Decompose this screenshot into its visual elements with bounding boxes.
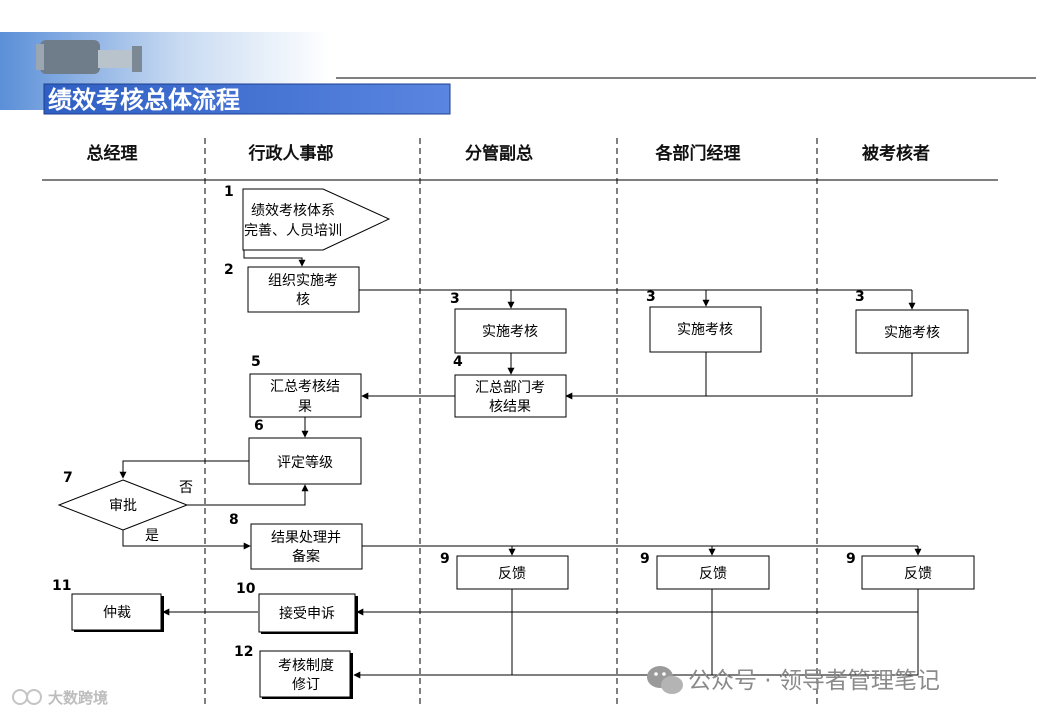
step-label: 汇总考核结 xyxy=(270,379,340,395)
step-label: 核结果 xyxy=(489,399,531,415)
step-label: 实施考核 xyxy=(482,324,538,340)
step-label: 汇总部门考 xyxy=(475,380,545,396)
lane-headers: 总经理 行政人事部 分管副总 各部门经理 被考核者 xyxy=(42,143,998,181)
step-label: 仲裁 xyxy=(103,605,131,621)
step-label: 绩效考核体系 xyxy=(251,203,335,219)
step-3-manager-implement: 3 实施考核 xyxy=(646,289,762,353)
step-number: 2 xyxy=(224,262,234,278)
step-number: 3 xyxy=(450,291,460,307)
step-label: 果 xyxy=(298,399,312,415)
edge-label-no: 否 xyxy=(179,480,193,496)
lane-header-appraisees: 被考核者 xyxy=(862,143,930,164)
step-3-appraisee-implement: 3 实施考核 xyxy=(855,289,969,354)
lane-separators xyxy=(204,138,818,706)
step-number: 1 xyxy=(224,184,234,200)
step-number: 11 xyxy=(52,578,71,594)
step-12-revise-system: 12 考核制度 修订 xyxy=(234,644,353,699)
logo-icon xyxy=(12,689,42,705)
page-title: 绩效考核总体流程 xyxy=(48,86,240,114)
step-9-appraisee-feedback: 9 反馈 xyxy=(846,551,975,590)
header-banner: 绩效考核总体流程 xyxy=(0,32,1036,115)
step-number: 3 xyxy=(646,289,656,305)
step-number: 9 xyxy=(846,551,856,567)
step-label: 完善、人员培训 xyxy=(244,223,342,239)
step-8-process-file: 8 结果处理并 备案 xyxy=(229,512,363,570)
step-number: 3 xyxy=(855,289,865,305)
step-11-arbitration: 11 仲裁 xyxy=(52,578,164,632)
watermark-left: 大数跨境 xyxy=(12,689,108,707)
step-3-deputy-implement: 3 实施考核 xyxy=(450,291,567,354)
edge-label-yes: 是 xyxy=(145,528,159,544)
step-number: 5 xyxy=(251,354,261,370)
watermark-right: 公众号 · 领导者管理笔记 xyxy=(647,666,940,694)
lane-header-dept-managers: 各部门经理 xyxy=(655,143,741,164)
step-number: 10 xyxy=(236,581,256,597)
step-label: 结果处理并 xyxy=(271,530,341,546)
step-number: 12 xyxy=(234,644,253,660)
step-number: 9 xyxy=(440,551,450,567)
step-9-deputy-feedback: 9 反馈 xyxy=(440,551,569,590)
step-number: 8 xyxy=(229,512,239,528)
step-7-approval-decision: 7 审批 否 是 xyxy=(57,470,193,544)
lane-header-deputy-gm: 分管副总 xyxy=(465,143,533,164)
svg-text:大数跨境: 大数跨境 xyxy=(48,689,108,707)
step-label: 反馈 xyxy=(904,566,932,582)
step-6-rate-grade: 6 评定等级 xyxy=(248,418,362,485)
step-number: 6 xyxy=(254,418,264,434)
step-label: 考核制度 xyxy=(278,658,334,674)
lane-header-general-manager: 总经理 xyxy=(87,143,138,164)
step-1-system-training: 1 绩效考核体系 完善、人员培训 xyxy=(224,184,391,251)
step-5-summarize-results: 5 汇总考核结 果 xyxy=(249,354,362,418)
step-number: 9 xyxy=(640,551,650,567)
lane-header-admin-hr: 行政人事部 xyxy=(248,143,334,164)
step-label: 修订 xyxy=(292,677,320,693)
step-label: 接受申诉 xyxy=(279,605,335,622)
step-2-organize-appraisal: 2 组织实施考 核 xyxy=(224,262,360,313)
step-number: 7 xyxy=(63,470,73,486)
motor-illustration xyxy=(36,40,142,74)
step-label: 备案 xyxy=(292,548,320,565)
step-label: 核 xyxy=(296,292,310,308)
step-label: 审批 xyxy=(109,498,137,514)
step-4-summarize-dept: 4 汇总部门考 核结果 xyxy=(453,354,567,418)
step-label: 实施考核 xyxy=(884,325,940,341)
svg-text:公众号 · 领导者管理笔记: 公众号 · 领导者管理笔记 xyxy=(688,668,940,694)
step-label: 组织实施考 xyxy=(268,273,338,289)
step-label: 评定等级 xyxy=(277,454,333,471)
connectors xyxy=(119,250,922,679)
wechat-icon xyxy=(647,666,683,694)
step-number: 4 xyxy=(453,354,463,370)
step-10-accept-appeal: 10 接受申诉 xyxy=(236,581,358,634)
step-label: 反馈 xyxy=(699,566,727,582)
step-9-manager-feedback: 9 反馈 xyxy=(640,551,770,590)
step-label: 反馈 xyxy=(498,566,526,582)
step-label: 实施考核 xyxy=(677,322,733,338)
